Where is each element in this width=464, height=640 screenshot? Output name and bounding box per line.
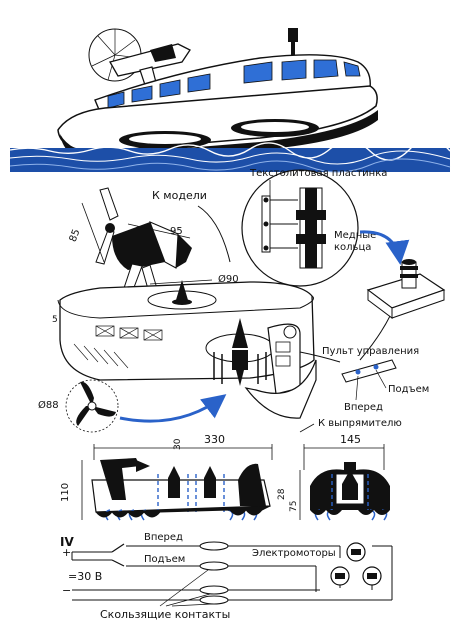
control-panel: Пульт управления Подъем Вперед К выпрями… <box>299 346 429 433</box>
dim-5: 5 <box>52 315 58 325</box>
dim-28: 28 <box>277 488 287 500</box>
label-copper-rings-1: Медные <box>334 230 376 241</box>
wiring-diagram: IV + − =30 В Вперед Подъем <box>60 532 393 621</box>
label-to-rectifier: К выпрямителю <box>318 418 402 429</box>
side-view: 330 30 110 <box>60 433 273 521</box>
model-isometric-drawing: 85 95 К модели Ø90 5 <box>52 187 317 419</box>
motor-icon <box>330 542 382 586</box>
dim-110: 110 <box>60 483 71 502</box>
detail-arrow <box>359 230 410 265</box>
wire-to-model <box>197 205 231 263</box>
label-electric-motors: Электромоторы <box>252 548 336 559</box>
water-band <box>9 138 451 173</box>
dim-d90: Ø90 <box>218 273 239 285</box>
loose-propeller-icon: Ø88 <box>38 379 119 433</box>
voltage-label: =30 В <box>68 570 102 583</box>
dim-95: 95 <box>170 226 183 237</box>
label-to-model: К модели <box>152 189 207 202</box>
label-copper-rings-2: кольца <box>334 242 371 253</box>
label-lift: Подъем <box>388 384 429 395</box>
dim-d88: Ø88 <box>38 399 59 411</box>
front-view: 145 28 75 <box>277 433 390 521</box>
three-blade-propeller-icon <box>95 187 119 265</box>
contact-base <box>366 259 446 319</box>
wire-model-panel <box>299 351 341 363</box>
label-sliding-contacts: Скользящие контакты <box>100 608 230 621</box>
section-numeral: IV <box>60 535 74 549</box>
dim-330: 330 <box>204 433 225 446</box>
label-control-panel: Пульт управления <box>322 346 419 357</box>
circuit-label-lift: Подъем <box>144 554 185 565</box>
dim-75: 75 <box>289 501 299 512</box>
dim-145: 145 <box>340 433 361 446</box>
plus-sign: + <box>62 546 71 559</box>
dim-30: 30 <box>173 438 183 450</box>
propeller-arrow <box>119 394 227 423</box>
label-textolite-plate: Текстолитовая пластинка <box>249 168 387 179</box>
dim-85: 85 <box>68 228 83 244</box>
cabin-windows <box>107 59 361 109</box>
wire-base-panel <box>359 315 391 361</box>
minus-sign: − <box>62 584 71 597</box>
hovercraft-illustration <box>57 28 378 164</box>
textolite-detail: Текстолитовая пластинка Медные кольца <box>241 168 387 287</box>
label-forward: Вперед <box>344 402 383 413</box>
circuit-label-forward: Вперед <box>144 532 183 543</box>
